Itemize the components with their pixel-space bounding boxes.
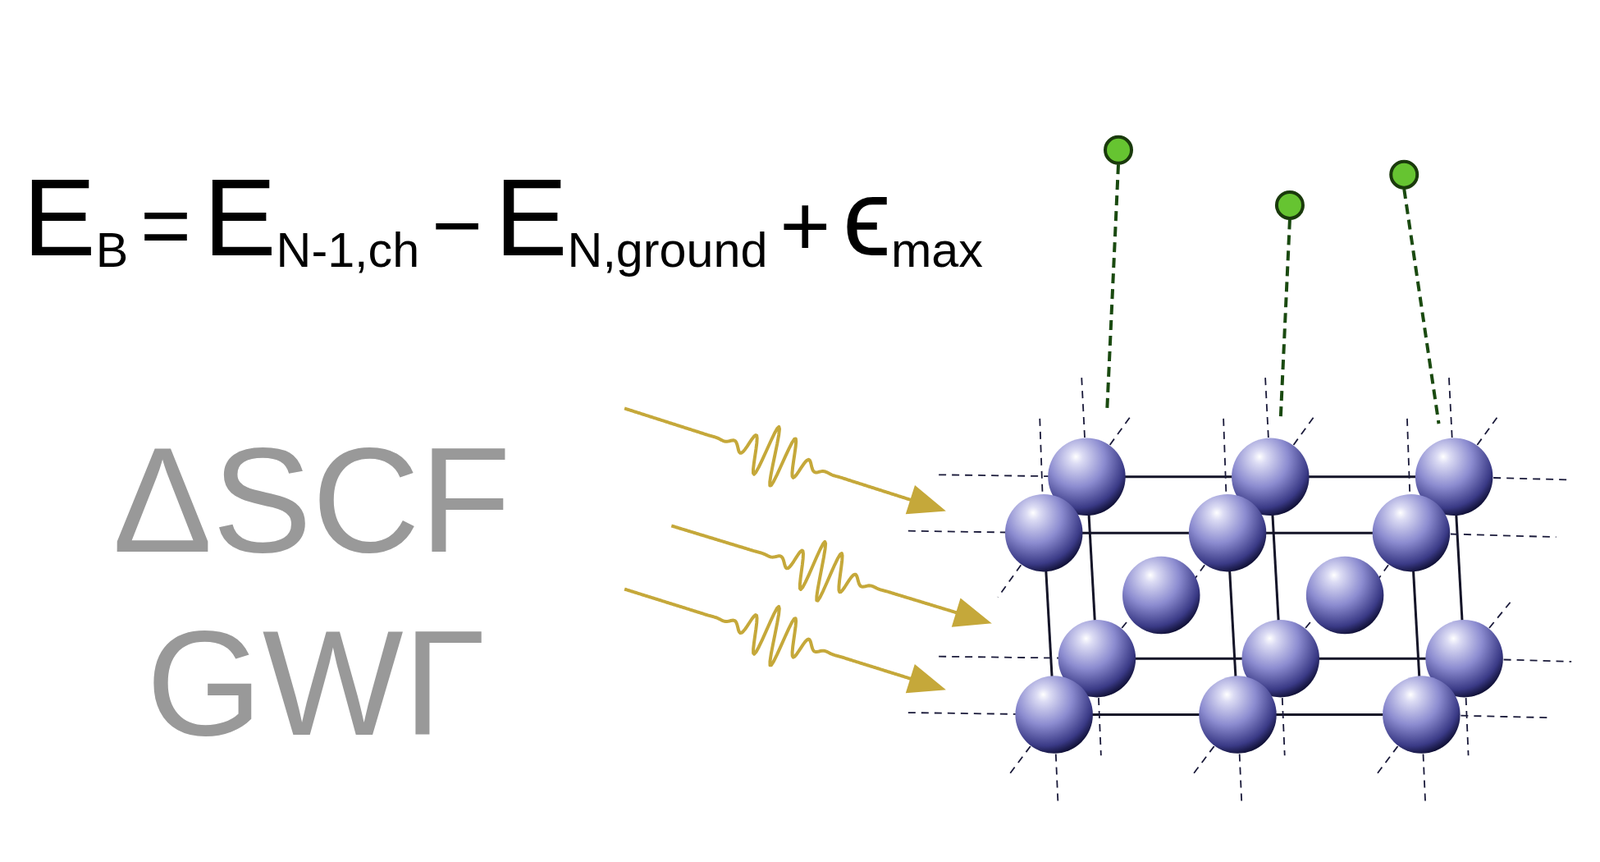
subscript: B [96, 225, 129, 275]
photon-arrowhead [906, 486, 944, 513]
binding-energy-equation: EB=EN-1,ch−EN,ground+ϵmax [22, 163, 983, 273]
symbol: ϵ [842, 163, 892, 273]
subscript: N,ground [567, 225, 768, 275]
method-label: GWΓ [146, 608, 486, 758]
photon-arrowhead [952, 598, 990, 627]
atom-sphere [1122, 556, 1201, 635]
photoelectron [1390, 161, 1418, 188]
photon-arrowhead [906, 665, 944, 692]
electron-trajectory [1403, 188, 1439, 424]
subscript: N-1,ch [276, 225, 421, 275]
method-label: ΔSCF [112, 425, 512, 575]
subscript: max [891, 225, 983, 275]
atom-sphere [1005, 493, 1084, 572]
symbol: E [494, 163, 568, 273]
atom-sphere [1014, 675, 1093, 754]
symbol: E [22, 163, 96, 273]
operator: + [779, 182, 831, 270]
symbol: E [203, 163, 277, 273]
atom-sphere [1198, 675, 1277, 754]
photon-wave [624, 589, 911, 679]
electron-trajectory [1106, 164, 1119, 408]
operator: = [140, 182, 192, 270]
atom-sphere [1382, 675, 1461, 754]
electron-trajectory [1280, 219, 1290, 419]
photoelectron [1276, 192, 1303, 219]
photoelectron [1105, 137, 1132, 164]
atom-sphere [1372, 493, 1451, 572]
photon-wave [671, 525, 957, 613]
atom-sphere [1188, 493, 1267, 572]
photon-wave [624, 407, 911, 500]
operator: − [431, 182, 483, 270]
atom-sphere [1306, 556, 1385, 635]
